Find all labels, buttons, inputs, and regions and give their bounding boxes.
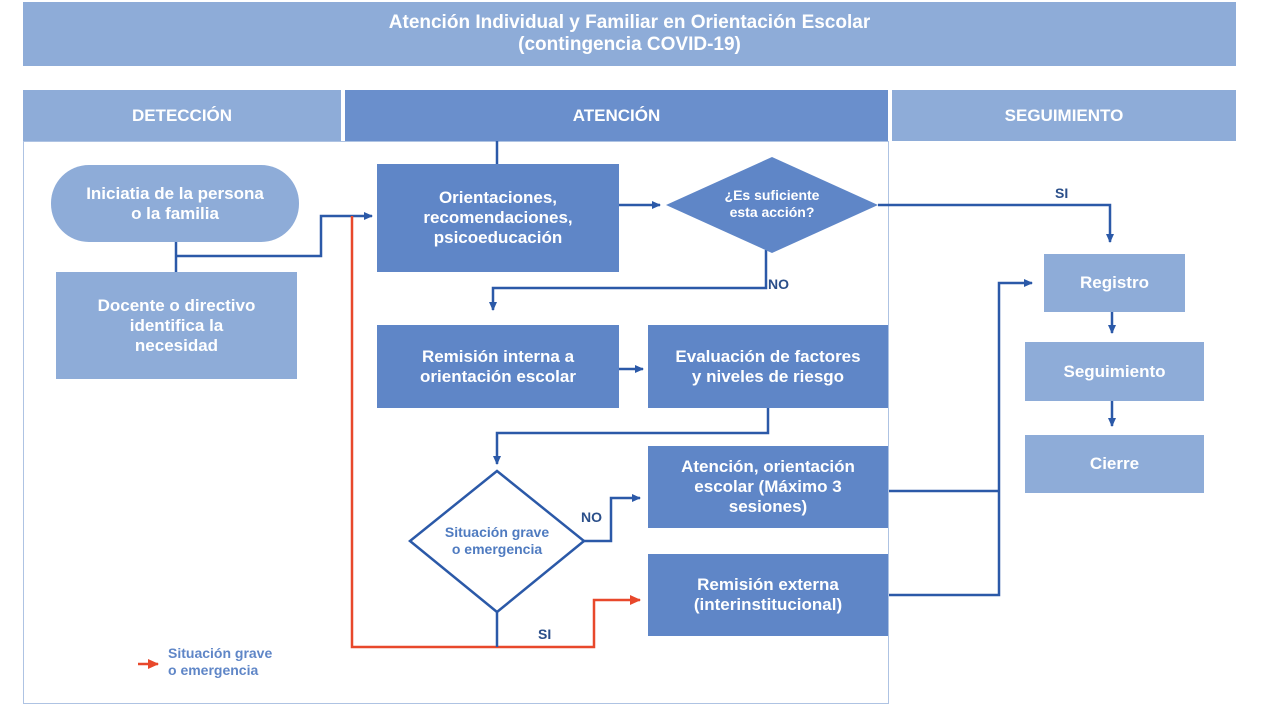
node-seguimiento: Seguimiento: [1025, 342, 1204, 401]
node-remision-interna-line-2: orientación escolar: [420, 366, 576, 386]
node-orientaciones-line-3: psicoeducación: [433, 228, 563, 247]
node-atencion-orientacion-line-1: Atención, orientación: [681, 457, 855, 476]
connector-merge-registro: [889, 279, 1033, 597]
node-atencion-orientacion-line-3: sesiones): [728, 497, 808, 516]
connector-evaluacion-situacion: [493, 408, 770, 465]
column-header-atencion: ATENCIÓN: [345, 90, 888, 141]
node-docente-line-3: necesidad: [134, 335, 219, 355]
node-orientaciones-line-1: Orientaciones,: [438, 188, 558, 207]
node-remision-externa-line-2: (interinstitucional): [693, 595, 843, 614]
edge-label-no-mid: NO: [581, 509, 602, 525]
node-evaluacion: Evaluación de factores y niveles de ries…: [648, 325, 888, 408]
decision-diamond-suficiente: [666, 157, 878, 253]
node-remision-interna: Remisión interna a orientación escolar: [377, 325, 619, 408]
legend-label: Situación grave o emergencia: [168, 645, 272, 679]
emergency-path: [350, 216, 641, 649]
node-docente-line-1: Docente o directivo: [97, 295, 256, 315]
node-remision-externa-line-1: Remisión externa: [697, 575, 839, 594]
node-es-suficiente-line-2: esta acción?: [729, 204, 815, 220]
title-line-2: (contingencia COVID-19): [518, 34, 741, 55]
node-registro: Registro: [1044, 254, 1185, 312]
node-orientaciones-line-2: recomendaciones,: [423, 208, 573, 227]
node-docente-line-2: identifica la: [129, 315, 224, 335]
node-es-suficiente: ¿Es suficiente esta acción?: [690, 180, 854, 228]
node-evaluacion-line-2: y niveles de riesgo: [691, 366, 845, 386]
node-atencion-orientacion-line-2: escolar (Máximo 3: [694, 477, 842, 496]
node-iniciativa: Iniciatia de la persona o la familia: [51, 165, 299, 242]
connector-no-atencion: [584, 494, 641, 543]
node-situacion-grave-line-2: o emergencia: [451, 541, 543, 557]
diagram-title: Atención Individual y Familiar en Orient…: [23, 2, 1236, 66]
edge-label-no-top: NO: [768, 276, 789, 292]
node-situacion-grave: Situación grave o emergencia: [425, 518, 569, 564]
node-atencion-orientacion: Atención, orientación escolar (Máximo 3 …: [648, 446, 888, 528]
node-orientaciones: Orientaciones, recomendaciones, psicoedu…: [377, 164, 619, 272]
title-line-1: Atención Individual y Familiar en Orient…: [388, 12, 871, 33]
edge-label-si-top: SI: [1055, 185, 1069, 201]
node-es-suficiente-line-1: ¿Es suficiente: [724, 187, 820, 203]
column-header-seguimiento: SEGUIMIENTO: [892, 90, 1236, 141]
column-header-deteccion: DETECCIÓN: [23, 90, 341, 141]
detection-attention-frame: [23, 141, 889, 704]
edge-label-si-bottom: SI: [538, 626, 552, 642]
connector-no-remision-interna: [489, 250, 768, 311]
node-situacion-grave-line-1: Situación grave: [444, 524, 550, 540]
connector-si-registro: [878, 203, 1114, 243]
node-remision-interna-line-1: Remisión interna a: [421, 346, 575, 366]
node-remision-externa: Remisión externa (interinstitucional): [648, 554, 888, 636]
node-iniciativa-line-1: Iniciatia de la persona: [86, 183, 264, 203]
legend-line-1: Situación grave: [168, 645, 273, 661]
legend-line-2: o emergencia: [168, 662, 259, 678]
node-cierre: Cierre: [1025, 435, 1204, 493]
node-iniciativa-line-2: o la familia: [131, 203, 219, 223]
connector-to-orientaciones: [176, 212, 373, 258]
decision-diamond-situacion: [408, 469, 586, 614]
node-docente: Docente o directivo identifica la necesi…: [56, 272, 297, 379]
node-evaluacion-line-1: Evaluación de factores: [675, 346, 861, 366]
